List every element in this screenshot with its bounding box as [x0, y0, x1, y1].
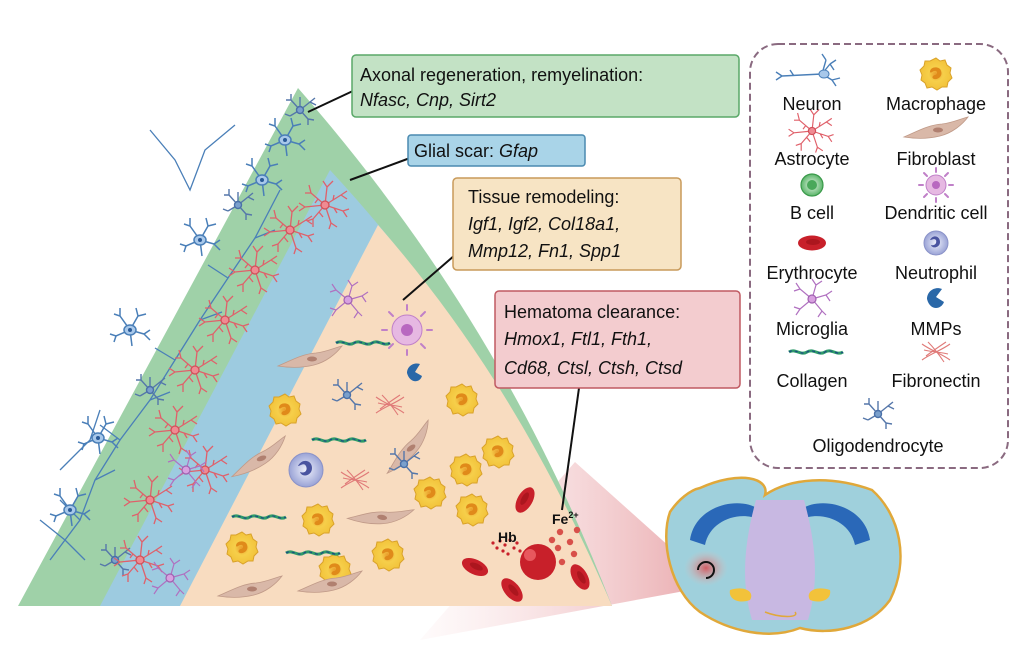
- neuron-cell: [109, 307, 151, 347]
- brain-ventricle: [764, 611, 797, 618]
- legend-label-b-cell: B cell: [790, 203, 834, 223]
- callout-connectors: [307, 89, 580, 511]
- collagen-fiber: [334, 340, 392, 346]
- callout-remodeling: Tissue remodeling: Igf1, Igf2, Col18a1, …: [452, 177, 682, 271]
- brain-cortex-right: [800, 503, 870, 545]
- iron-particles: [548, 526, 581, 566]
- legend-label-macrophage: Macrophage: [886, 94, 986, 114]
- legend-label-neutrophil: Neutrophil: [895, 263, 977, 283]
- collagen-fiber: [284, 550, 342, 556]
- legend-label-oligodendrocyte: Oligodendrocyte: [812, 436, 943, 456]
- callout-axonal-box: [351, 54, 740, 118]
- collagen-fiber: [310, 437, 368, 443]
- callout-glial: Glial scar: Gfap: [407, 134, 586, 167]
- brain-striatum-left: [729, 588, 752, 602]
- macrophage-icon: [919, 57, 953, 91]
- hemoglobin-label: Hb: [498, 529, 517, 545]
- dendritic-cell-icon: [918, 167, 954, 203]
- callout-hematoma: Hematoma clearance: Hmox1, Ftl1, Fth1, C…: [494, 290, 741, 389]
- legend-label-fibronectin: Fibronectin: [891, 371, 980, 391]
- callout-remodeling-title: Tissue remodeling:: [468, 187, 619, 207]
- callout-hematoma-genes-2: Cd68, Ctsl, Ctsh, Ctsd: [504, 358, 683, 378]
- oligodendrocyte-icon: [862, 397, 895, 430]
- neuron-icon: [775, 53, 841, 87]
- callout-hematoma-box: [494, 290, 741, 389]
- legend-label-fibroblast: Fibroblast: [896, 149, 975, 169]
- callout-glial-title: Glial scar:: [414, 141, 499, 161]
- brain-cortex-left: [690, 503, 760, 545]
- fibronectin-icon: [921, 341, 951, 363]
- callout-glial-box: [407, 134, 586, 167]
- hemoglobin-particles: [491, 538, 522, 556]
- neutrophil-cell: [288, 452, 324, 488]
- erythrocyte-icon: [798, 235, 826, 251]
- mmp-molecule: [407, 363, 422, 382]
- callout-glial-text: Glial scar: Gfap: [414, 141, 538, 161]
- collagen-icon: [787, 349, 845, 355]
- legend-label-collagen: Collagen: [776, 371, 847, 391]
- astrocyte-icon: [788, 108, 835, 154]
- collagen-fiber: [230, 514, 288, 520]
- callout-remodeling-box: [452, 177, 682, 271]
- callout-axonal: Axonal regeneration, remyelination: Nfas…: [351, 54, 740, 118]
- neutrophil-icon: [923, 230, 949, 256]
- legend-label-dendritic-cell: Dendritic cell: [884, 203, 987, 223]
- brain-striatum-right: [808, 588, 831, 602]
- brain-section: [665, 476, 902, 635]
- callout-axonal-genes: Nfasc, Cnp, Sirt2: [360, 90, 496, 110]
- callout-remodeling-genes-2: Mmp12, Fn1, Spp1: [468, 241, 621, 261]
- legend-label-microglia: Microglia: [776, 319, 849, 339]
- legend-label-erythrocyte: Erythrocyte: [766, 263, 857, 283]
- brain-midline: [745, 500, 815, 620]
- callout-axonal-title: Axonal regeneration, remyelination:: [360, 65, 643, 85]
- legend-label-neuron: Neuron: [782, 94, 841, 114]
- dendritic-cell: [381, 304, 433, 356]
- lesion-marker-icon: [697, 561, 715, 579]
- callout-hematoma-genes-1: Hmox1, Ftl1, Fth1,: [504, 329, 652, 349]
- lesion-core: [180, 225, 612, 606]
- mmp-icon: [927, 288, 944, 309]
- b-cell-icon: [800, 173, 824, 197]
- brain-lesion: [684, 550, 728, 586]
- legend: Neuron Macrophage Astrocyte Fibroblast B…: [749, 43, 1009, 469]
- lesion-cells: [217, 279, 594, 606]
- callout-hematoma-title: Hematoma clearance:: [504, 302, 680, 322]
- fibroblast-icon: [903, 116, 969, 139]
- iron-label-charge: 2+: [568, 510, 578, 520]
- iron-label: Fe2+: [552, 510, 579, 527]
- hemoglobin-macrophage: [520, 544, 556, 580]
- legend-frame: [749, 43, 1009, 469]
- legend-label-astrocyte: Astrocyte: [774, 149, 849, 169]
- callout-glial-genes: Gfap: [499, 141, 538, 161]
- callout-remodeling-genes-1: Igf1, Igf2, Col18a1,: [468, 214, 620, 234]
- microglia-icon: [793, 278, 833, 318]
- iron-label-symbol: Fe: [552, 511, 569, 527]
- legend-label-mmps: MMPs: [911, 319, 962, 339]
